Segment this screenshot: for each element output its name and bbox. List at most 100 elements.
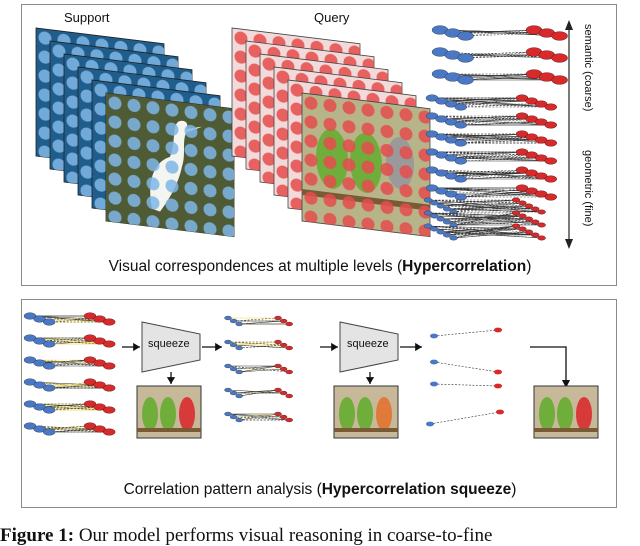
- support-node: [229, 414, 238, 420]
- support-node: [33, 425, 46, 433]
- correlation-edge: [49, 384, 100, 389]
- arrow-head: [331, 342, 338, 352]
- support-node: [235, 345, 243, 351]
- squeeze-pipeline-graphs: [23, 312, 599, 439]
- query-node: [535, 154, 548, 162]
- support-node: [457, 75, 474, 85]
- correlation-edge: [39, 359, 91, 364]
- correlation-edge: [465, 73, 535, 81]
- query-node: [525, 151, 538, 159]
- support-node: [23, 356, 37, 364]
- support-node: [423, 210, 433, 216]
- query-node: [494, 369, 502, 375]
- correlation-edge: [452, 29, 535, 34]
- query-node: [535, 100, 548, 108]
- support-node: [454, 157, 467, 165]
- query-node: [515, 148, 529, 156]
- red-dot-grid: [302, 93, 430, 237]
- correlation-edge: [239, 320, 284, 325]
- hypercorrelation-graph: [423, 25, 568, 241]
- query-node: [515, 94, 529, 102]
- correlation-edge: [441, 172, 551, 180]
- query-node: [511, 197, 521, 203]
- correlation-edge: [239, 413, 279, 421]
- bird-shape: [142, 397, 158, 431]
- query-node: [525, 133, 538, 141]
- query-node: [518, 226, 527, 232]
- query-node: [274, 387, 282, 393]
- squeeze-caption: Correlation pattern analysis (Hypercorre…: [0, 481, 640, 499]
- correlation-edge: [460, 175, 542, 180]
- correlation-edge: [434, 202, 536, 210]
- query-node: [544, 157, 557, 165]
- support-node: [430, 200, 439, 206]
- correlation-edge: [227, 389, 284, 394]
- support-node: [224, 411, 232, 417]
- correlation-edge: [39, 425, 91, 430]
- support-node: [229, 390, 238, 396]
- support-node: [23, 400, 37, 408]
- support-node: [436, 203, 445, 209]
- support-node: [445, 172, 458, 180]
- support-node: [224, 363, 232, 369]
- flow-arrow: [530, 346, 567, 382]
- query-node: [544, 193, 557, 201]
- figure-caption: Figure 1: Our model performs visual reas…: [0, 525, 640, 546]
- query-node: [285, 393, 293, 399]
- query-node: [279, 318, 288, 324]
- query-node: [515, 130, 529, 138]
- correlation-edge: [233, 317, 279, 322]
- support-label: Support: [64, 10, 110, 25]
- arrow-head: [133, 342, 140, 352]
- support-node: [445, 100, 458, 108]
- query-node: [537, 209, 546, 215]
- correlation-edge: [447, 208, 542, 213]
- correlation-edge: [433, 329, 499, 337]
- correlation-edge: [29, 425, 110, 433]
- correlation-edge: [233, 365, 279, 370]
- support-node: [425, 148, 439, 156]
- perch-shape: [334, 428, 398, 432]
- bird-shape: [339, 397, 355, 431]
- squeeze-block: [339, 321, 399, 373]
- correlation-edge: [431, 151, 532, 156]
- correlation-edge: [227, 341, 284, 346]
- correlation-edge: [441, 97, 523, 102]
- correlation-edge: [460, 103, 542, 108]
- perch-shape: [534, 428, 598, 432]
- query-node: [274, 315, 282, 321]
- support-node: [445, 190, 458, 198]
- support-node: [224, 339, 232, 345]
- query-node: [274, 363, 282, 369]
- correlation-edge: [431, 133, 532, 138]
- correlation-edge: [460, 190, 532, 198]
- query-node: [537, 235, 546, 241]
- correlation-edge: [447, 212, 517, 223]
- correlation-edge: [49, 428, 100, 433]
- query-node: [515, 184, 529, 192]
- support-node: [235, 417, 243, 423]
- correlation-edge: [441, 190, 551, 198]
- semantic-coarse-label: semantic (coarse): [582, 24, 594, 112]
- query-node: [494, 383, 502, 389]
- support-node: [43, 318, 56, 326]
- caption-suffix: ): [511, 481, 517, 498]
- correlation-edge: [239, 368, 284, 373]
- caption-bold: Hypercorrelation: [402, 258, 527, 275]
- support-node: [454, 175, 467, 183]
- query-node: [279, 366, 288, 372]
- correlation-edge: [431, 115, 532, 120]
- query-node: [93, 337, 106, 345]
- correlation-edge: [227, 341, 290, 349]
- query-image-stack: [231, 27, 431, 238]
- support-node: [43, 406, 56, 414]
- query-node: [525, 169, 538, 177]
- query-node: [531, 206, 540, 212]
- correlation-edge: [460, 121, 542, 126]
- correlation-edge: [233, 416, 290, 421]
- correlation-edge: [434, 202, 542, 213]
- correlation-edge: [451, 154, 532, 159]
- support-node: [33, 315, 46, 323]
- correlation-edge: [440, 218, 536, 223]
